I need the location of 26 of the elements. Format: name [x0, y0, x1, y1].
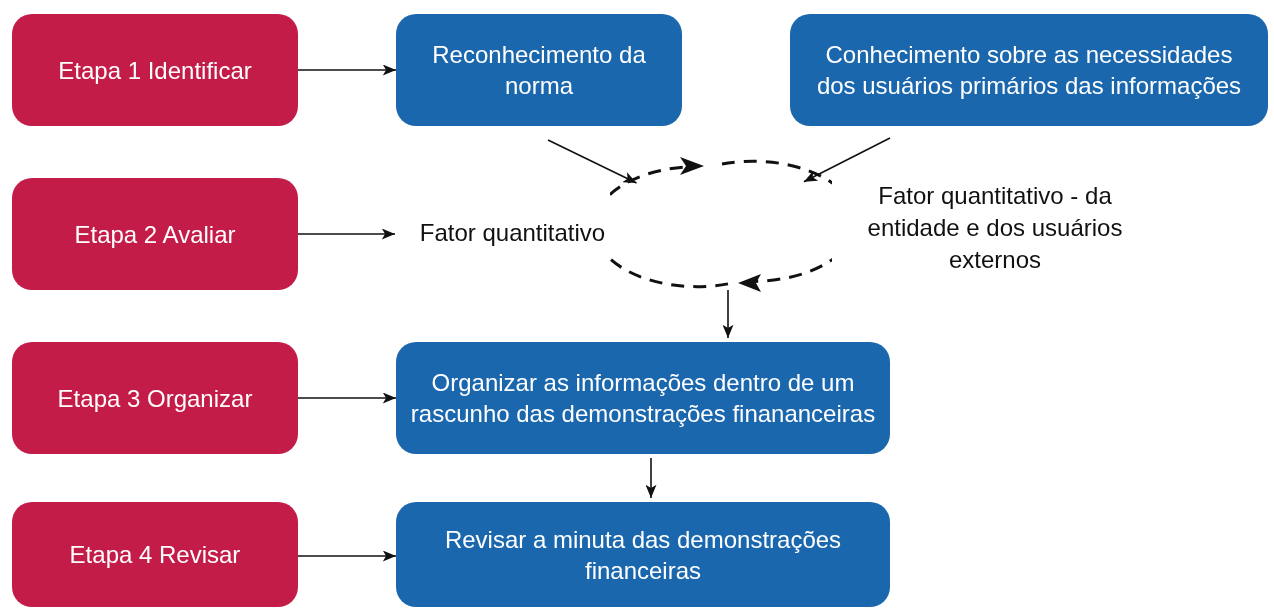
step-box: [12, 502, 298, 607]
box-text: Etapa 1 Identificar: [58, 55, 252, 86]
arrow: [722, 289, 734, 339]
arrow: [297, 550, 397, 562]
box-text: Conhecimento sobre as necessidades dos usuários primários das informações: [815, 40, 1243, 101]
step-box: [12, 178, 298, 290]
arrow: [297, 392, 397, 404]
factor-note: Fator quantitativo - da entidade e dos usuários externos: [866, 181, 1124, 275]
step-box: [12, 14, 298, 126]
process-box: [790, 14, 1268, 126]
step-box: [12, 342, 298, 454]
process-box: [396, 14, 682, 126]
box-text: Reconhecimento da norma: [431, 40, 647, 101]
box-text: Etapa 3 Organizar: [57, 383, 253, 414]
factor-text: Fator quantitativo: [419, 217, 606, 248]
box-text: Organizar as informações dentro de um rascunho das demonstrações finananceiras: [410, 368, 876, 429]
box-text: Etapa 2 Avaliar: [74, 219, 236, 250]
arrow: [297, 64, 397, 76]
arrow: [645, 457, 657, 499]
arrow: [803, 137, 891, 183]
arrow: [297, 228, 396, 240]
process-box: [396, 502, 890, 607]
arrow: [547, 139, 638, 184]
process-box: [396, 342, 890, 454]
box-text: Etapa 4 Revisar: [69, 540, 241, 570]
box-text: Revisar a minuta das demonstrações financeiras: [443, 524, 843, 586]
